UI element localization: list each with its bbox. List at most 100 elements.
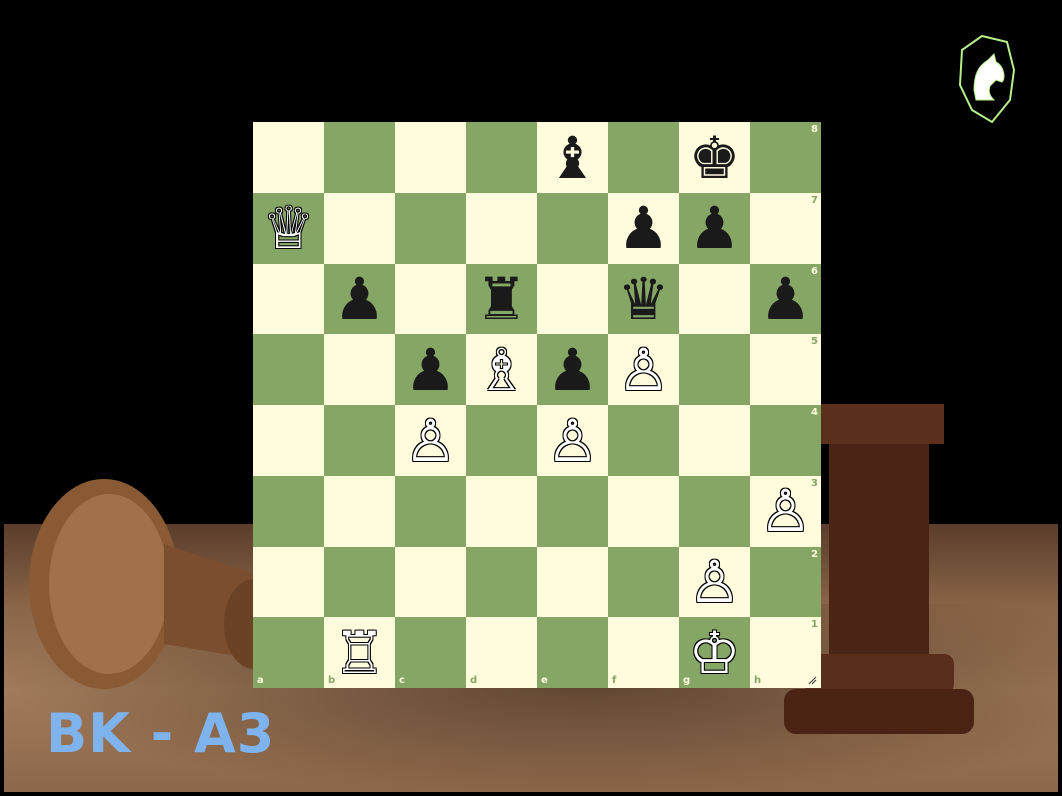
knight-logo-icon [952,30,1022,130]
file-label-f: f [612,675,616,686]
rank-label-2: 2 [811,549,818,560]
square-e3[interactable] [537,476,608,547]
rank-label-7: 7 [811,195,818,206]
square-c7[interactable] [395,193,466,264]
square-d4[interactable] [466,405,537,476]
square-e6[interactable] [537,264,608,335]
square-d6[interactable]: ♜ [466,264,537,335]
square-e1[interactable]: e [537,617,608,688]
file-label-e: e [541,675,548,686]
square-f2[interactable] [608,547,679,618]
rank-label-4: 4 [811,407,818,418]
black-pawn-icon[interactable]: ♟ [537,334,608,405]
square-h8[interactable]: 8 [750,122,821,193]
file-label-h: h [754,675,761,686]
black-pawn-icon[interactable]: ♟ [395,334,466,405]
square-f3[interactable] [608,476,679,547]
square-b4[interactable] [324,405,395,476]
square-g8[interactable]: ♚ [679,122,750,193]
white-king-icon[interactable]: ♔ [679,617,750,688]
square-g2[interactable]: ♙ [679,547,750,618]
square-b5[interactable] [324,334,395,405]
square-f6[interactable]: ♛ [608,264,679,335]
black-queen-icon[interactable]: ♛ [608,264,679,335]
square-b8[interactable] [324,122,395,193]
square-b2[interactable] [324,547,395,618]
white-pawn-icon[interactable]: ♙ [679,547,750,618]
square-g3[interactable] [679,476,750,547]
square-e2[interactable] [537,547,608,618]
square-d7[interactable] [466,193,537,264]
rank-label-8: 8 [811,124,818,135]
black-pawn-icon[interactable]: ♟ [608,193,679,264]
square-e5[interactable]: ♟ [537,334,608,405]
square-c5[interactable]: ♟ [395,334,466,405]
background-fallen-piece [14,474,294,714]
black-bishop-icon[interactable]: ♝ [537,122,608,193]
square-g6[interactable] [679,264,750,335]
file-label-d: d [470,675,477,686]
white-rook-icon[interactable]: ♖ [324,617,395,688]
square-g1[interactable]: g♔ [679,617,750,688]
square-a2[interactable] [253,547,324,618]
square-c4[interactable]: ♙ [395,405,466,476]
square-a7[interactable]: ♕ [253,193,324,264]
square-d1[interactable]: d [466,617,537,688]
square-h3[interactable]: 3♙ [750,476,821,547]
square-a3[interactable] [253,476,324,547]
black-pawn-icon[interactable]: ♟ [324,264,395,335]
square-a8[interactable] [253,122,324,193]
square-h5[interactable]: 5 [750,334,821,405]
square-h6[interactable]: 6♟ [750,264,821,335]
slide-title: BK - A3 [46,702,275,765]
square-f4[interactable] [608,405,679,476]
black-rook-icon[interactable]: ♜ [466,264,537,335]
square-a1[interactable]: a [253,617,324,688]
square-g4[interactable] [679,405,750,476]
file-label-c: c [399,675,405,686]
square-d8[interactable] [466,122,537,193]
square-f8[interactable] [608,122,679,193]
square-b7[interactable] [324,193,395,264]
black-pawn-icon[interactable]: ♟ [679,193,750,264]
square-d2[interactable] [466,547,537,618]
square-e7[interactable] [537,193,608,264]
square-g5[interactable] [679,334,750,405]
square-a5[interactable] [253,334,324,405]
white-pawn-icon[interactable]: ♙ [537,405,608,476]
square-c8[interactable] [395,122,466,193]
square-a6[interactable] [253,264,324,335]
file-label-a: a [257,675,264,686]
square-d3[interactable] [466,476,537,547]
square-c3[interactable] [395,476,466,547]
square-h4[interactable]: 4 [750,405,821,476]
black-pawn-icon[interactable]: ♟ [750,264,821,335]
square-h7[interactable]: 7 [750,193,821,264]
white-bishop-icon[interactable]: ♗ [466,334,537,405]
black-king-icon[interactable]: ♚ [679,122,750,193]
square-c2[interactable] [395,547,466,618]
square-f5[interactable]: ♙ [608,334,679,405]
white-pawn-icon[interactable]: ♙ [608,334,679,405]
rank-label-1: 1 [811,619,818,630]
square-g7[interactable]: ♟ [679,193,750,264]
white-queen-icon[interactable]: ♕ [253,193,324,264]
square-b3[interactable] [324,476,395,547]
white-pawn-icon[interactable]: ♙ [750,476,821,547]
rank-label-5: 5 [811,336,818,347]
square-b6[interactable]: ♟ [324,264,395,335]
square-f1[interactable]: f [608,617,679,688]
white-pawn-icon[interactable]: ♙ [395,405,466,476]
square-c6[interactable] [395,264,466,335]
resize-handle-icon[interactable] [807,675,817,685]
square-e4[interactable]: ♙ [537,405,608,476]
square-b1[interactable]: b♖ [324,617,395,688]
square-e8[interactable]: ♝ [537,122,608,193]
square-c1[interactable]: c [395,617,466,688]
square-d5[interactable]: ♗ [466,334,537,405]
square-f7[interactable]: ♟ [608,193,679,264]
square-h2[interactable]: 2 [750,547,821,618]
square-a4[interactable] [253,405,324,476]
